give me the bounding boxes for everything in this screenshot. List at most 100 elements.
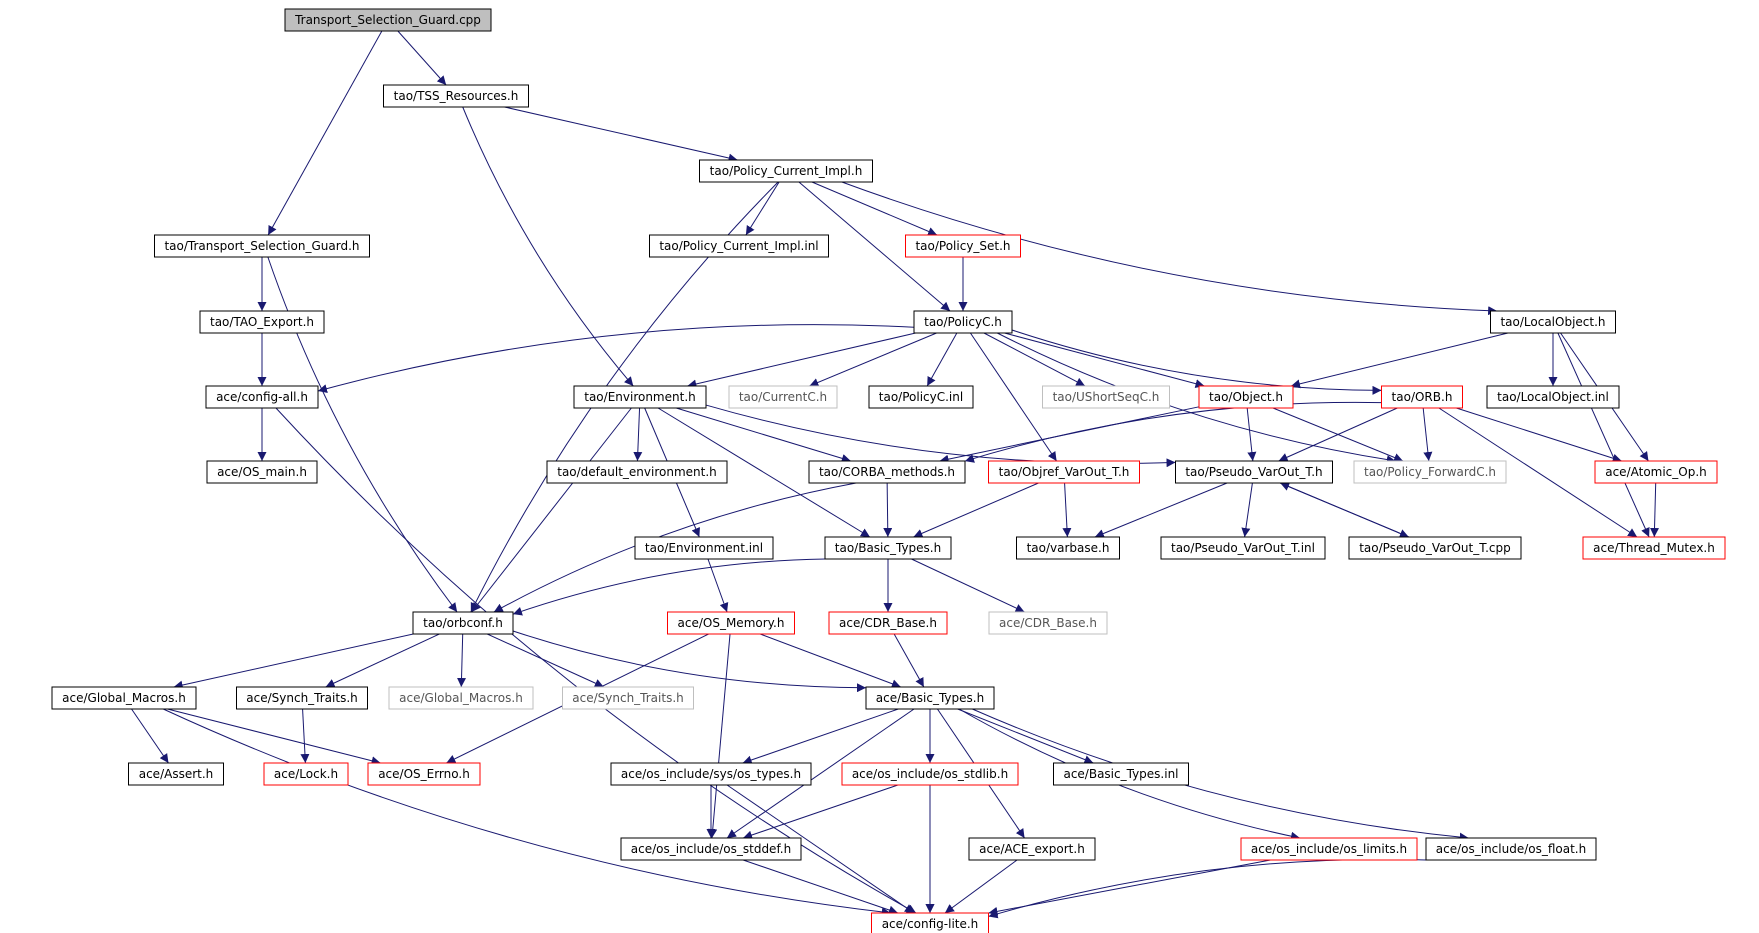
node-root: Transport_Selection_Guard.cpp xyxy=(284,8,492,32)
node-box xyxy=(905,234,1021,258)
node-label: tao/Pseudo_VarOut_T.cpp xyxy=(1359,541,1511,555)
node-os_types[interactable]: ace/os_include/sys/os_types.h xyxy=(610,762,812,786)
node-label: tao/PolicyC.inl xyxy=(879,390,963,404)
node-os_float[interactable]: ace/os_include/os_float.h xyxy=(1425,837,1597,861)
node-label: tao/default_environment.h xyxy=(557,465,717,479)
node-label: ace/Lock.h xyxy=(274,767,338,781)
node-label: tao/UShortSeqC.h xyxy=(1053,390,1160,404)
edge-policyc-to-currentc xyxy=(809,332,937,387)
node-os_main[interactable]: ace/OS_main.h xyxy=(206,460,318,484)
node-box xyxy=(1160,536,1326,560)
edge-basic_types_tao-to-orbconf xyxy=(512,558,826,616)
edge-basic_types_ace-to-basic_types_inl xyxy=(957,708,1094,764)
node-label: tao/varbase.h xyxy=(1027,541,1110,555)
node-os_errno[interactable]: ace/OS_Errno.h xyxy=(367,762,481,786)
node-cdr_base_red[interactable]: ace/CDR_Base.h xyxy=(828,611,948,635)
node-global_macros_gray[interactable]: ace/Global_Macros.h xyxy=(388,686,534,710)
node-objref_varout[interactable]: tao/Objref_VarOut_T.h xyxy=(988,460,1140,484)
node-os_stddef[interactable]: ace/os_include/os_stddef.h xyxy=(620,837,802,861)
node-object[interactable]: tao/Object.h xyxy=(1198,385,1294,409)
node-label: tao/Basic_Types.h xyxy=(835,541,941,555)
node-lock[interactable]: ace/Lock.h xyxy=(263,762,349,786)
node-atomic_op[interactable]: ace/Atomic_Op.h xyxy=(1594,460,1718,484)
node-config_all[interactable]: ace/config-all.h xyxy=(205,385,319,409)
edge-root-to-tsg_h xyxy=(267,30,383,236)
node-ushortseq[interactable]: tao/UShortSeqC.h xyxy=(1042,385,1170,409)
node-pol_set[interactable]: tao/Policy_Set.h xyxy=(905,234,1021,258)
node-ace_export[interactable]: ace/ACE_export.h xyxy=(968,837,1096,861)
node-environment[interactable]: tao/Environment.h xyxy=(573,385,707,409)
node-pseudo_varout[interactable]: tao/Pseudo_VarOut_T.h xyxy=(1175,460,1333,484)
node-box xyxy=(51,686,197,710)
node-policy_fwd[interactable]: tao/Policy_ForwardC.h xyxy=(1353,460,1507,484)
edge-objref_varout-to-basic_types_tao xyxy=(913,482,1039,538)
node-label: tao/Policy_ForwardC.h xyxy=(1364,465,1496,479)
node-tsg_h[interactable]: tao/Transport_Selection_Guard.h xyxy=(154,234,370,258)
node-default_env[interactable]: tao/default_environment.h xyxy=(546,460,728,484)
edge-pseudo_cpp-to-pseudo_varout xyxy=(1280,482,1409,538)
node-assert[interactable]: ace/Assert.h xyxy=(128,762,224,786)
node-policyc_inl[interactable]: tao/PolicyC.inl xyxy=(868,385,974,409)
node-box xyxy=(868,385,974,409)
node-environment_inl[interactable]: tao/Environment.inl xyxy=(634,536,774,560)
node-label: ace/Global_Macros.h xyxy=(62,691,186,705)
node-box xyxy=(824,536,952,560)
edge-environment-to-default_env xyxy=(633,407,643,462)
edge-orb-to-pseudo_varout xyxy=(1278,407,1398,462)
edge-global_macros-to-os_errno xyxy=(167,708,381,766)
node-tao_export[interactable]: tao/TAO_Export.h xyxy=(199,310,325,334)
edge-environment-to-corba_methods xyxy=(676,407,851,463)
edge-root-to-tss_res xyxy=(397,30,447,86)
node-currentc[interactable]: tao/CurrentC.h xyxy=(728,385,838,409)
node-varbase[interactable]: tao/varbase.h xyxy=(1016,536,1120,560)
node-box xyxy=(1053,762,1189,786)
node-thread_mutex[interactable]: ace/Thread_Mutex.h xyxy=(1582,536,1726,560)
node-label: ace/config-all.h xyxy=(216,390,308,404)
node-os_limits[interactable]: ace/os_include/os_limits.h xyxy=(1240,837,1418,861)
node-cdr_base_gray[interactable]: ace/CDR_Base.h xyxy=(988,611,1108,635)
edge-object-to-pseudo_varout xyxy=(1246,407,1257,462)
node-label: tao/CurrentC.h xyxy=(739,390,827,404)
node-config_lite[interactable]: ace/config-lite.h xyxy=(871,912,989,933)
node-box xyxy=(199,310,325,334)
edge-basic_types_ace-to-os_float xyxy=(972,708,1469,842)
edge-global_macros-to-assert xyxy=(131,708,169,764)
edge-policyc-to-policyc_inl xyxy=(926,332,958,387)
node-synch_traits[interactable]: ace/Synch_Traits.h xyxy=(236,686,368,710)
edge-policyc-to-object xyxy=(1004,332,1205,389)
node-pol_cur_inl[interactable]: tao/Policy_Current_Impl.inl xyxy=(649,234,829,258)
node-label: tao/Transport_Selection_Guard.h xyxy=(164,239,359,253)
edge-os_memory-to-basic_types_ace xyxy=(760,633,901,689)
node-label: ace/os_include/os_float.h xyxy=(1436,842,1586,856)
node-os_stdlib[interactable]: ace/os_include/os_stdlib.h xyxy=(841,762,1019,786)
node-orb[interactable]: tao/ORB.h xyxy=(1381,385,1463,409)
edge-global_macros-to-config_lite xyxy=(163,708,891,917)
edge-tss_res-to-environment xyxy=(462,106,634,387)
node-label: tao/CORBA_methods.h xyxy=(819,465,955,479)
node-synch_traits_gray[interactable]: ace/Synch_Traits.h xyxy=(562,686,694,710)
node-policyc[interactable]: tao/PolicyC.h xyxy=(913,310,1013,334)
node-localobj_inl[interactable]: tao/LocalObject.inl xyxy=(1486,385,1620,409)
node-basic_types_tao[interactable]: tao/Basic_Types.h xyxy=(824,536,952,560)
node-basic_types_ace[interactable]: ace/Basic_Types.h xyxy=(865,686,995,710)
node-pol_cur[interactable]: tao/Policy_Current_Impl.h xyxy=(699,159,873,183)
node-basic_types_inl[interactable]: ace/Basic_Types.inl xyxy=(1053,762,1189,786)
node-pseudo_cpp[interactable]: tao/Pseudo_VarOut_T.cpp xyxy=(1348,536,1522,560)
node-box xyxy=(154,234,370,258)
edge-atomic_op-to-thread_mutex xyxy=(1650,482,1660,538)
edge-basic_types_ace-to-os_stddef xyxy=(726,708,915,839)
node-box xyxy=(1486,385,1620,409)
node-tss_res[interactable]: tao/TSS_Resources.h xyxy=(383,84,529,108)
edge-basic_types_ace-to-os_types xyxy=(742,708,899,765)
node-label: ace/CDR_Base.h xyxy=(999,616,1097,630)
node-global_macros[interactable]: ace/Global_Macros.h xyxy=(51,686,197,710)
node-orbconf[interactable]: tao/orbconf.h xyxy=(412,611,514,635)
node-box xyxy=(383,84,529,108)
edge-corba_methods-to-basic_types_tao xyxy=(883,482,893,538)
node-box xyxy=(1353,460,1507,484)
node-os_memory[interactable]: ace/OS_Memory.h xyxy=(667,611,795,635)
node-localobj[interactable]: tao/LocalObject.h xyxy=(1490,310,1616,334)
node-corba_methods[interactable]: tao/CORBA_methods.h xyxy=(808,460,966,484)
node-box xyxy=(620,837,802,861)
node-pseudo_inl[interactable]: tao/Pseudo_VarOut_T.inl xyxy=(1160,536,1326,560)
